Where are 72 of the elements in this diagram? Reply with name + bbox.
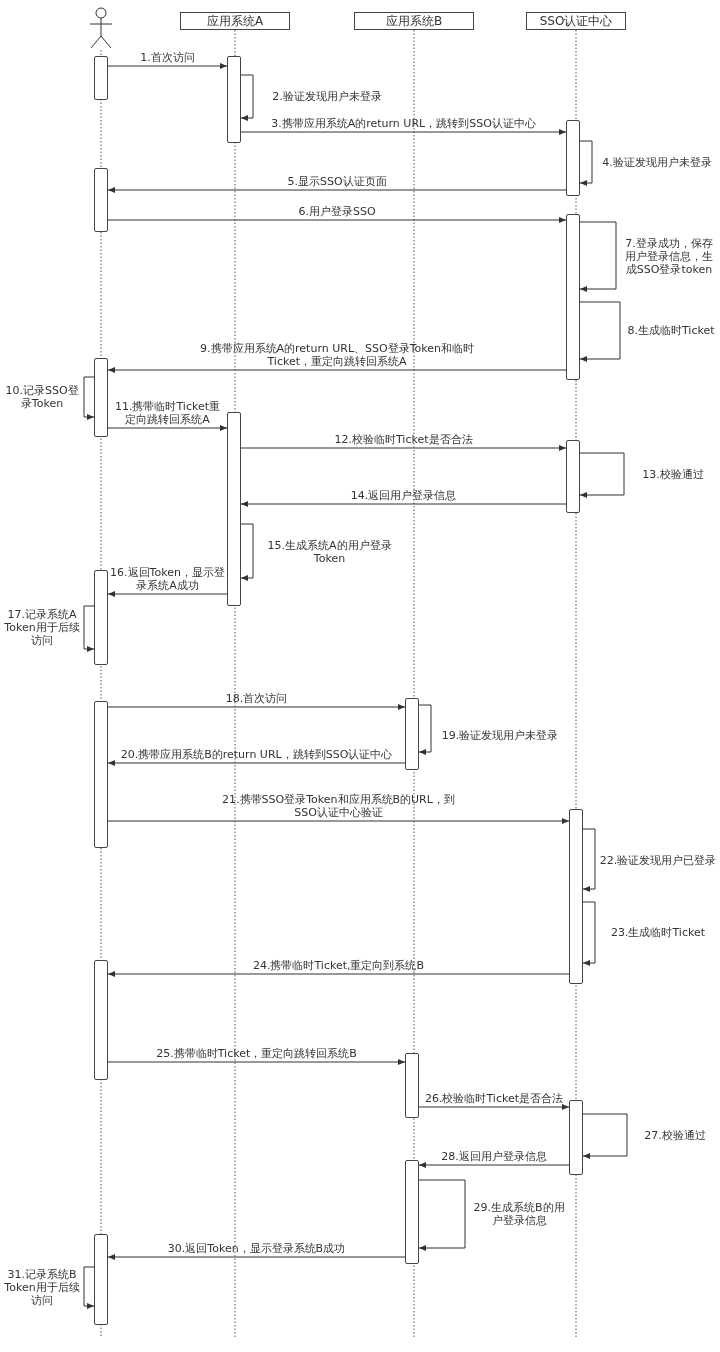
activation-bar [566,440,580,513]
message-arrow [107,63,228,69]
activation-bar [405,698,419,770]
activation-bar [94,1234,108,1325]
message-label: 24.携带临时Ticket,重定向到系统B [251,959,426,972]
message-label: 28.返回用户登录信息 [440,1150,548,1163]
activation-bar [227,56,241,143]
message-arrow [107,760,406,766]
self-message-arrow [579,452,625,498]
message-arrow [107,818,570,824]
message-arrow [107,1059,406,1065]
self-message-arrow [240,74,254,121]
self-message-arrow [418,1179,466,1251]
activation-bar [94,168,108,232]
activation-bar [569,809,583,984]
activation-bar [569,1100,583,1175]
message-label: 11.携带临时Ticket重定向跳转回系统A [113,400,221,426]
message-arrow [107,217,567,223]
message-arrow [107,971,570,977]
message-arrow [240,129,567,135]
message-arrow [240,445,567,451]
message-label: 12.校验临时Ticket是否合法 [333,433,474,446]
self-message-arrow [579,221,617,292]
activation-bar [566,214,580,380]
message-label: 22.验证发现用户已登录 [599,853,717,867]
message-arrow [418,1104,570,1110]
message-label: 30.返回Token，显示登录系统B成功 [166,1242,347,1255]
message-label: 31.记录系统B Token用于后续访问 [2,1267,82,1307]
message-label: 1.首次访问 [139,51,196,64]
activation-bar [94,358,108,437]
self-message-arrow [83,376,95,420]
message-label: 17.记录系统A Token用于后续访问 [2,607,82,647]
message-label: 26.校验临时Ticket是否合法 [423,1092,564,1105]
message-label: 18.首次访问 [224,692,289,705]
message-arrow [107,425,228,431]
activation-bar [227,412,241,606]
self-message-arrow [582,828,596,892]
self-message-arrow [83,605,95,652]
activation-bar [405,1053,419,1118]
message-arrow [107,1254,406,1260]
message-arrow [240,501,567,507]
message-label: 5.显示SSO认证页面 [286,175,388,188]
self-message-arrow [579,301,621,362]
self-message-arrow [582,901,596,966]
message-arrow [107,591,228,597]
message-label: 16.返回Token，显示登录系统A成功 [110,566,225,592]
message-arrow [107,704,406,710]
activation-bar [94,56,108,100]
message-label: 21.携带SSO登录Token和应用系统B的URL，到SSO认证中心验证 [221,793,456,819]
message-label: 14.返回用户登录信息 [349,489,458,502]
message-label: 3.携带应用系统A的return URL，跳转到SSO认证中心 [270,117,537,130]
message-label: 6.用户登录SSO [297,205,377,218]
message-arrow [107,367,567,373]
self-message-arrow [83,1266,95,1309]
message-label: 25.携带临时Ticket，重定向跳转回系统B [155,1047,358,1060]
message-arrow [418,1162,570,1168]
message-label: 20.携带应用系统B的return URL，跳转到SSO认证中心 [119,748,394,761]
self-message-arrow [418,704,432,755]
activation-bar [94,701,108,848]
message-label: 9.携带应用系统A的return URL、SSO登录Token和临时Ticket，重定向跳转回系统A [199,342,475,368]
participant-box: 应用系统A [180,12,290,30]
activation-bar [94,570,108,665]
actor-figure [89,7,113,49]
self-message-arrow [579,140,593,186]
self-message-arrow [240,523,254,581]
participant-box: 应用系统B [354,12,474,30]
activation-bar [405,1160,419,1264]
activation-bar [94,960,108,1080]
participant-box: SSO认证中心 [526,12,626,30]
message-arrow [107,187,567,193]
activation-bar [566,120,580,196]
self-message-arrow [582,1113,628,1159]
